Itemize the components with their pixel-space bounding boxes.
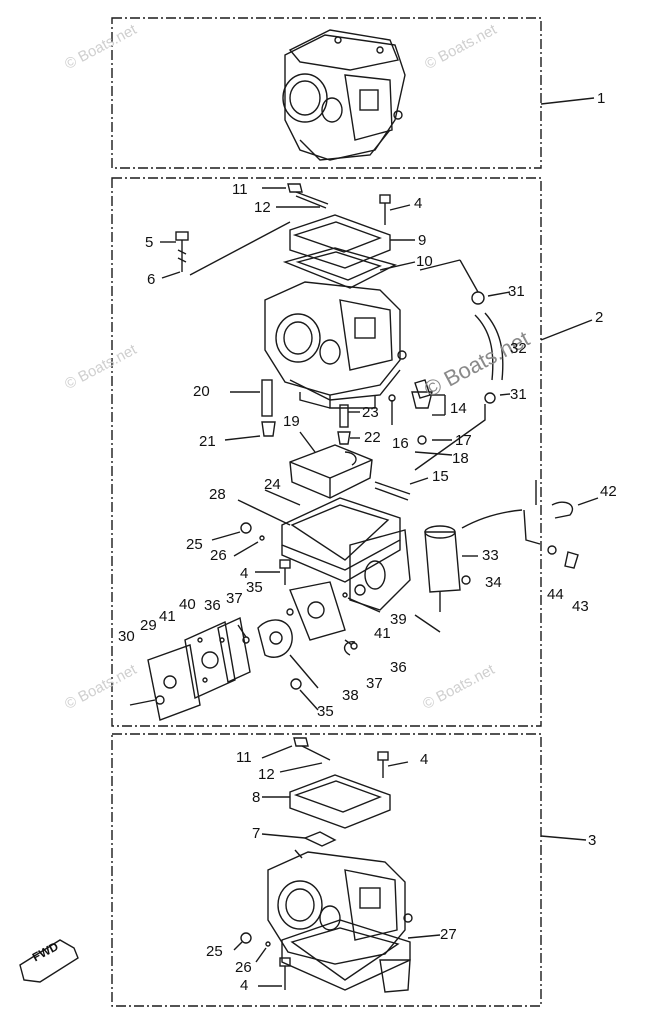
callout-41-a: 41 [159, 608, 176, 625]
carburetor-assembly-top [282, 29, 406, 161]
callout-39: 39 [390, 611, 407, 628]
callout-29: 29 [140, 617, 157, 634]
callout-9: 9 [418, 232, 427, 249]
callout-28: 28 [209, 486, 226, 503]
gasket-10 [282, 247, 416, 289]
callout-31-b: 31 [510, 386, 527, 403]
callout-37-a: 37 [226, 590, 243, 607]
callout-31-a: 31 [508, 283, 525, 300]
callout-41-b: 41 [374, 625, 391, 642]
callout-30: 30 [118, 628, 135, 645]
callout-37-b: 37 [366, 675, 383, 692]
callout-4-d: 4 [240, 977, 249, 994]
callout-35-b: 35 [317, 703, 334, 720]
callout-15: 15 [432, 468, 449, 485]
choke-solenoid-33 [414, 480, 541, 633]
jet-22-23 [337, 404, 360, 445]
screw-4-mid [255, 559, 291, 585]
screw-11-bottom [261, 737, 331, 761]
callout-38: 38 [342, 687, 359, 704]
callout-24: 24 [264, 476, 281, 493]
callout-1: 1 [597, 90, 606, 107]
section-frame-2 [111, 177, 542, 727]
gasket-7 [261, 831, 337, 859]
callout-36-b: 36 [390, 659, 407, 676]
callout-19: 19 [283, 413, 300, 430]
section-frame-3 [111, 733, 542, 1007]
main-jet-20 [224, 379, 276, 441]
callout-22: 22 [364, 429, 381, 446]
callout-40: 40 [179, 596, 196, 613]
drain-screw-25 [211, 522, 265, 557]
callout-10: 10 [416, 253, 433, 270]
leader-2 [540, 319, 593, 341]
callout-35-a: 35 [246, 579, 263, 596]
needle-valve-14 [388, 379, 453, 456]
callout-21: 21 [199, 433, 216, 450]
callout-20: 20 [193, 383, 210, 400]
leader-12-bottom [279, 762, 323, 773]
callout-18: 18 [452, 450, 469, 467]
float-pin-15 [374, 477, 429, 501]
callout-7: 7 [252, 825, 261, 842]
callout-3: 3 [588, 832, 597, 849]
fuel-pump-cover-29 [129, 644, 201, 721]
pump-small-parts [237, 592, 381, 711]
section-frame-1 [111, 17, 542, 169]
leader-1 [540, 97, 595, 105]
callout-17: 17 [455, 432, 472, 449]
pump-diaphragm-41 [217, 581, 346, 684]
float-bowl-24 [237, 489, 411, 611]
callout-33: 33 [482, 547, 499, 564]
callout-32: 32 [510, 340, 527, 357]
float-bowl-27 [281, 919, 441, 993]
callout-4-b: 4 [240, 565, 249, 582]
cover-plate-9 [289, 214, 415, 269]
callout-23: 23 [362, 404, 379, 421]
callout-44: 44 [547, 586, 564, 603]
carburetor-body-2 [264, 281, 407, 409]
callout-25-b: 25 [206, 943, 223, 960]
callout-12-a: 12 [254, 199, 271, 216]
callout-26-a: 26 [210, 547, 227, 564]
callout-6: 6 [147, 271, 156, 288]
callout-5: 5 [145, 234, 154, 251]
callout-34: 34 [485, 574, 502, 591]
carburetor-body-3 [267, 851, 413, 965]
callout-14: 14 [450, 400, 467, 417]
callout-8: 8 [252, 789, 261, 806]
screw-4-bottom-top [377, 751, 409, 778]
pump-body-38 [257, 619, 319, 689]
cover-plate-8 [262, 774, 391, 829]
callout-26-b: 26 [235, 959, 252, 976]
fwd-arrow [19, 939, 79, 983]
float-19 [289, 431, 373, 499]
leader-3 [540, 835, 587, 841]
callout-16: 16 [392, 435, 409, 452]
screw-4-top [379, 194, 411, 225]
callout-27: 27 [440, 926, 457, 943]
callout-12-b: 12 [258, 766, 275, 783]
callout-25-a: 25 [186, 536, 203, 553]
drain-screw-25-bottom [233, 932, 291, 990]
callout-11-b: 11 [236, 749, 252, 766]
callout-11-a: 11 [232, 181, 248, 198]
clamp-42 [547, 497, 599, 569]
callout-4-c: 4 [420, 751, 429, 768]
pump-diaphragm-40 [184, 620, 236, 700]
bolt-5-6 [160, 221, 291, 279]
callout-4-a: 4 [414, 195, 423, 212]
callout-2: 2 [595, 309, 604, 326]
callout-36-a: 36 [204, 597, 221, 614]
screw-11 [262, 183, 329, 209]
callout-43: 43 [572, 598, 589, 615]
callout-42: 42 [600, 483, 617, 500]
